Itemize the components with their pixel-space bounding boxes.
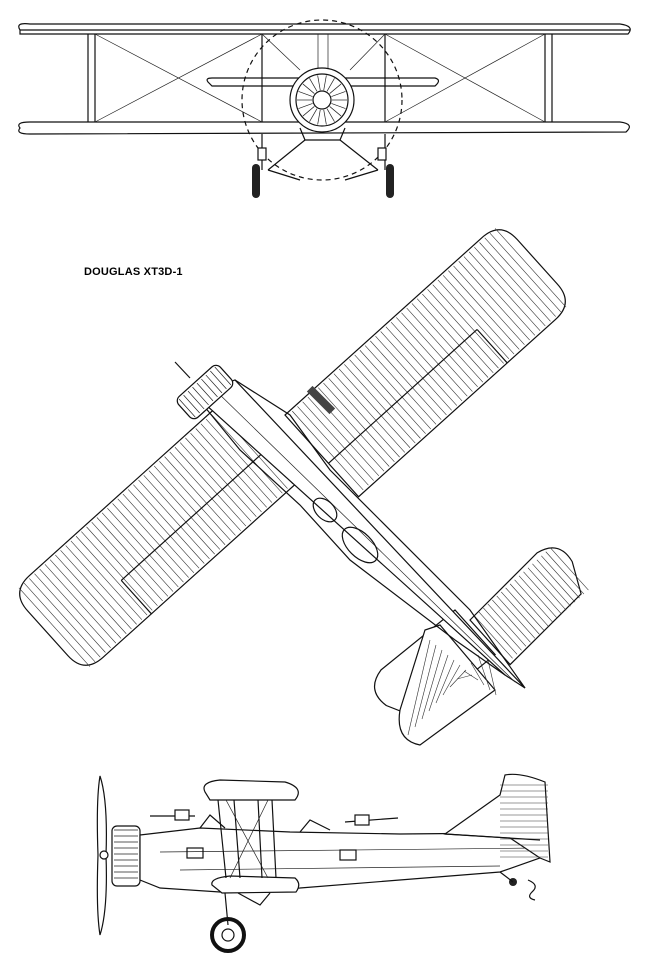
rear-cockpit <box>341 526 379 564</box>
main-wheel-side <box>210 917 246 953</box>
left-wheel-front <box>252 164 260 198</box>
top-engine <box>176 364 234 420</box>
side-view <box>96 773 551 953</box>
front-lower-wing <box>18 121 630 135</box>
front-upper-wing <box>18 23 631 35</box>
right-wheel-front <box>386 164 394 198</box>
side-engine <box>111 825 141 887</box>
page-title: DOUGLAS XT3D-1 <box>84 266 183 278</box>
top-view <box>18 228 589 746</box>
top-right-wing <box>284 228 567 498</box>
tail-stabilizer-right <box>469 547 589 666</box>
side-tail-fin <box>443 773 551 863</box>
top-left-wing <box>18 397 301 667</box>
side-lower-wing <box>211 875 300 894</box>
rear-gun <box>344 814 399 826</box>
front-gun <box>150 809 195 821</box>
front-view <box>18 19 631 198</box>
propeller-disc <box>241 19 403 181</box>
side-upper-wing <box>203 779 299 801</box>
front-cockpit <box>312 497 338 523</box>
